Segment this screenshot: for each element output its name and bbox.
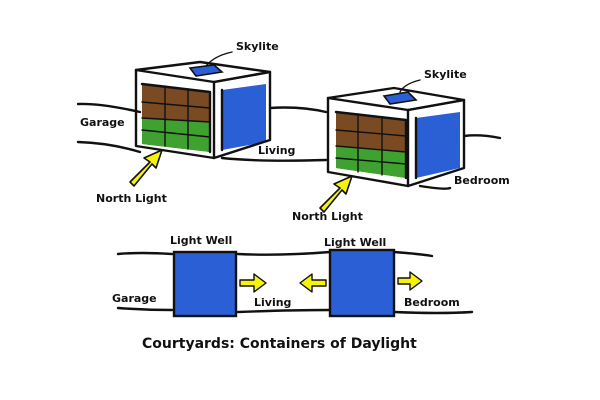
plan-arrow-living: [239, 273, 267, 293]
light-well-label-right: Light Well: [324, 236, 386, 249]
garage-label-top: Garage: [80, 116, 125, 129]
plan-arrow-bedroom: [397, 271, 423, 291]
plan-arrow-left-from-well: [299, 273, 327, 293]
living-label-top: Living: [258, 144, 295, 157]
north-light-label-left: North Light: [96, 192, 167, 205]
north-light-arrow-left: [129, 149, 163, 187]
light-well-right-box: [328, 248, 396, 318]
skylite-label-left: Skylite: [236, 40, 279, 53]
north-light-label-right: North Light: [292, 210, 363, 223]
diagram-caption: Courtyards: Containers of Daylight: [142, 336, 417, 352]
skylite-pointer-left: [205, 51, 233, 67]
plan-view: [116, 248, 474, 318]
light-well-label-left: Light Well: [170, 234, 232, 247]
skylite-label-right: Skylite: [424, 68, 467, 81]
garage-label-bottom: Garage: [112, 292, 157, 305]
living-label-bottom: Living: [254, 296, 291, 309]
skylite-pointer-right: [399, 79, 421, 93]
right-courtyard-box: [326, 86, 502, 190]
north-light-arrow-right: [319, 175, 353, 213]
light-well-left-box: [172, 250, 238, 318]
left-courtyard-box: [76, 60, 328, 162]
bedroom-label-top: Bedroom: [454, 174, 510, 187]
bedroom-label-bottom: Bedroom: [404, 296, 460, 309]
